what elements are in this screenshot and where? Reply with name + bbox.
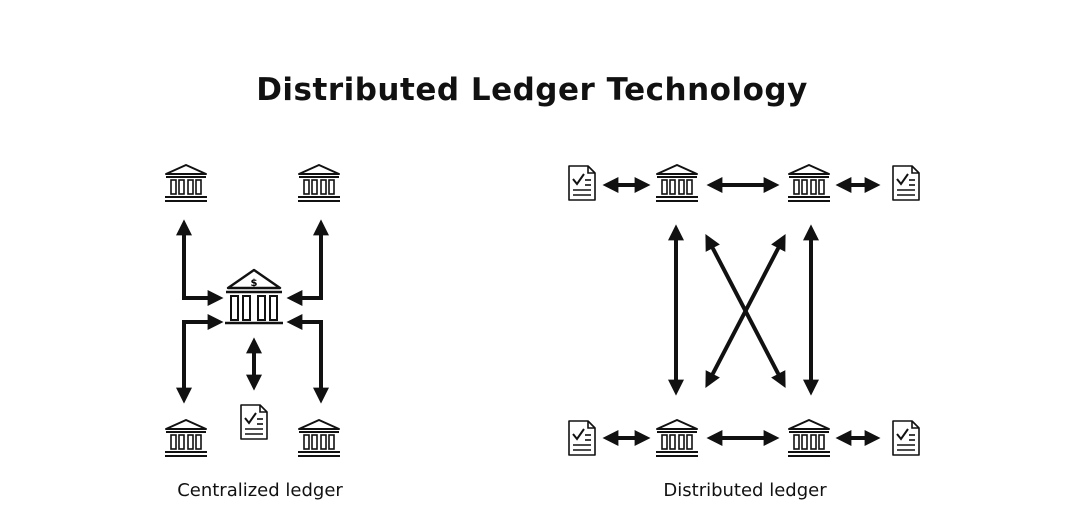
bank-icon xyxy=(655,419,699,457)
ledger-document-icon xyxy=(892,420,920,456)
connection-arrow xyxy=(705,234,786,388)
bank-icon xyxy=(787,164,831,202)
bank-icon xyxy=(655,164,699,202)
connection-arrow xyxy=(176,314,224,404)
distributed-ledger-caption: Distributed ledger xyxy=(663,480,827,501)
dollar-sign: $ xyxy=(251,278,258,289)
bank-icon xyxy=(164,419,208,457)
ledger-document-icon xyxy=(568,165,596,201)
bank-icon xyxy=(787,419,831,457)
connection-arrow xyxy=(286,314,329,404)
ledger-document-icon xyxy=(240,404,268,440)
connection-arrow xyxy=(176,219,224,306)
ledger-document-icon xyxy=(892,165,920,201)
connection-arrow xyxy=(286,219,329,306)
centralized-ledger-caption: Centralized ledger xyxy=(177,480,343,501)
ledger-document-icon xyxy=(568,420,596,456)
bank-icon xyxy=(297,164,341,202)
central-bank-icon: $ xyxy=(225,268,283,325)
diagram-title: Distributed Ledger Technology xyxy=(256,72,808,108)
bank-icon xyxy=(297,419,341,457)
bank-icon xyxy=(164,164,208,202)
